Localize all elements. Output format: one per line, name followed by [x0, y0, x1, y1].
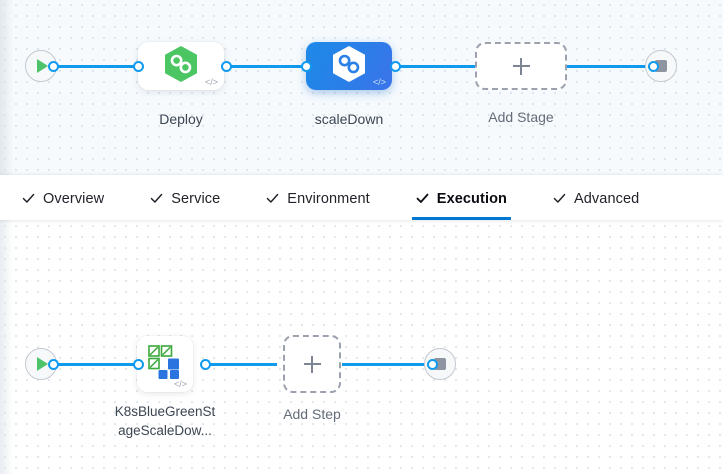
harness-hexagon-green-icon	[164, 45, 198, 88]
port-scaledown-in	[301, 61, 312, 72]
stage-config-tabbar: Overview Service Environment	[0, 175, 723, 220]
tab-advanced[interactable]: Advanced	[553, 175, 639, 220]
port-step-in	[133, 359, 144, 370]
port-deploy-out	[221, 61, 232, 72]
play-icon	[37, 357, 48, 371]
check-icon	[150, 192, 163, 205]
add-stage-label: Add Stage	[488, 109, 554, 125]
tab-label: Advanced	[574, 190, 640, 207]
port-step-out	[200, 359, 211, 370]
tab-label: Overview	[43, 190, 105, 207]
port-exec-end-in	[427, 359, 438, 370]
port-exec-start-out	[48, 359, 59, 370]
execution-graph-canvas[interactable]: </> K8sBlueGreenSt ageScaleDow... Add St…	[0, 220, 723, 474]
tab-execution[interactable]: Execution	[411, 175, 512, 220]
port-scaledown-out	[390, 61, 401, 72]
tab-label: Service	[171, 190, 221, 207]
tab-label: Execution	[436, 190, 507, 207]
add-step-label: Add Step	[283, 406, 341, 422]
check-icon	[266, 192, 279, 205]
tab-service[interactable]: Service	[150, 175, 220, 220]
connector-addstage-to-end	[565, 65, 653, 68]
connector-addstep-to-end	[342, 363, 432, 366]
step-label-line-2: ageScaleDow...	[118, 423, 212, 438]
add-step-button[interactable]	[283, 335, 341, 393]
tab-overview[interactable]: Overview	[22, 175, 104, 220]
plus-icon	[303, 355, 321, 373]
stage-label-deploy: Deploy	[159, 111, 203, 127]
port-end-in	[648, 61, 659, 72]
plus-icon	[512, 57, 530, 75]
check-icon	[22, 192, 35, 205]
stage-node-scaledown[interactable]: </>	[306, 42, 392, 90]
connector-scaledown-to-addstage	[393, 65, 483, 68]
connector-deploy-to-scaledown	[222, 65, 307, 68]
code-badge-icon: </>	[372, 77, 386, 87]
stage-graph-canvas[interactable]: </> Deploy </> scaleDown Add Stage	[0, 0, 723, 175]
tab-label: Environment	[287, 190, 370, 207]
check-icon	[416, 192, 429, 205]
add-stage-button[interactable]	[475, 42, 567, 90]
step-label-k8s-bluegreen-scaledown: K8sBlueGreenSt ageScaleDow...	[105, 402, 225, 440]
stage-node-deploy[interactable]: </>	[138, 42, 224, 90]
step-node-k8s-bluegreen-scaledown[interactable]: </>	[137, 336, 193, 392]
harness-hexagon-white-icon	[332, 45, 366, 88]
port-start-out	[48, 61, 59, 72]
check-icon	[553, 192, 566, 205]
connector-step-to-addstep	[202, 363, 277, 366]
port-deploy-in	[133, 61, 144, 72]
code-badge-icon: </>	[173, 379, 187, 389]
k8s-blue-green-grid-icon	[148, 344, 182, 384]
step-label-line-1: K8sBlueGreenSt	[114, 404, 216, 419]
connector-start-to-deploy	[52, 65, 140, 68]
connector-start-to-step	[52, 363, 140, 366]
play-icon	[37, 59, 48, 73]
stage-label-scaledown: scaleDown	[314, 111, 384, 127]
code-badge-icon: </>	[204, 77, 218, 87]
tab-environment[interactable]: Environment	[266, 175, 370, 220]
